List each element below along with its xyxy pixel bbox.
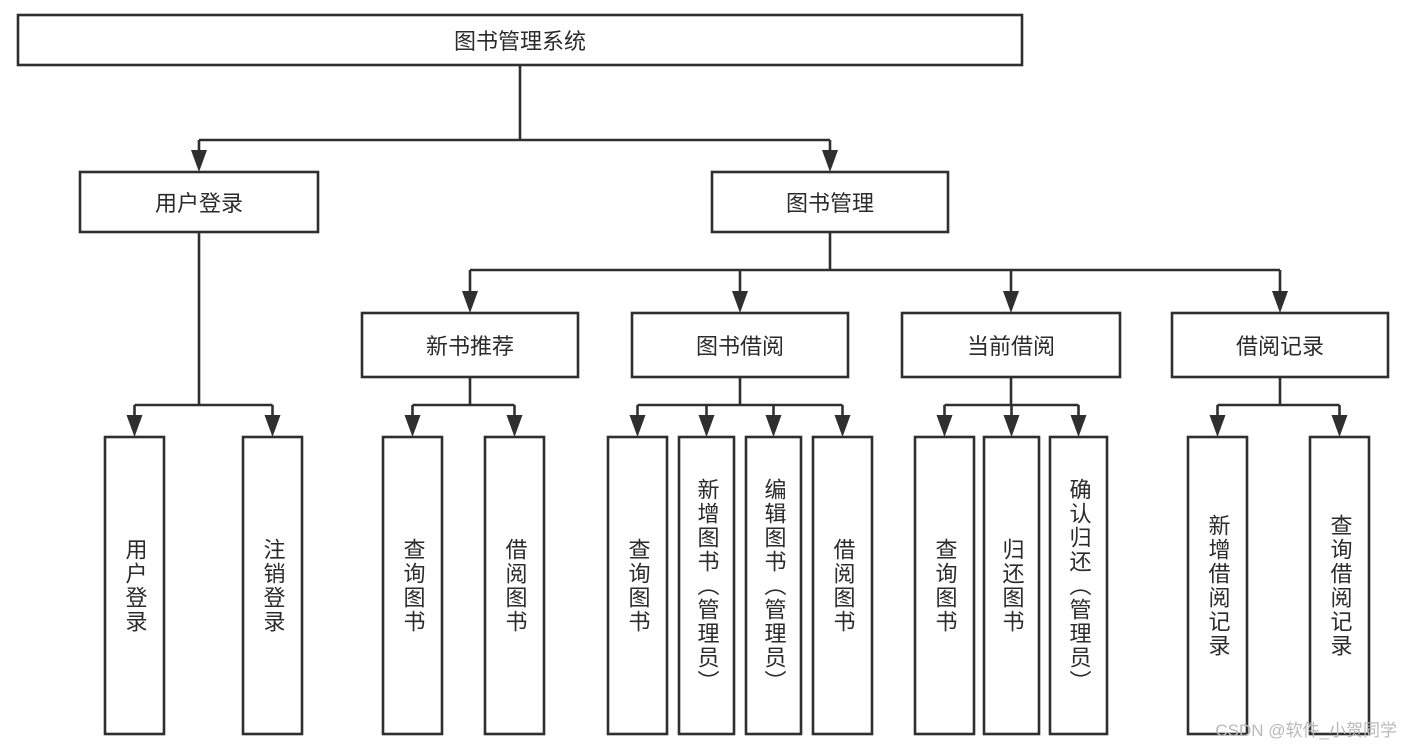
arrow-head-icon (1070, 415, 1087, 437)
node-box-br-add[interactable] (1186, 435, 1249, 736)
node-box-user-login-do[interactable] (103, 435, 166, 736)
node-box-cb-query[interactable] (913, 435, 976, 736)
connectors-layer (126, 65, 1348, 437)
arrow-head-icon (1209, 415, 1226, 437)
arrow-head-icon (1272, 291, 1288, 313)
arrow-head-icon (765, 415, 782, 437)
node-box-bb-edit[interactable] (744, 435, 803, 736)
arrow-head-icon (732, 291, 748, 313)
arrow-head-icon (404, 415, 421, 437)
node-box-bb-add[interactable] (677, 435, 736, 736)
node-box-user-logout[interactable] (241, 435, 304, 736)
node-box-cb-return[interactable] (982, 435, 1041, 736)
node-box-root[interactable] (16, 13, 1024, 67)
arrow-head-icon (126, 415, 143, 437)
arrow-head-icon (698, 415, 715, 437)
node-box-new-book-rec[interactable] (360, 311, 580, 379)
node-box-book-manage[interactable] (710, 170, 950, 234)
arrow-head-icon (191, 150, 207, 172)
arrow-head-icon (1003, 291, 1019, 313)
node-box-borrow-record[interactable] (1170, 311, 1390, 379)
watermark-text: CSDN @软件_小贺同学 (1215, 721, 1397, 740)
arrow-head-icon (462, 291, 478, 313)
arrow-head-icon (936, 415, 953, 437)
node-boxes-layer (16, 13, 1390, 736)
node-box-cb-confirm[interactable] (1048, 435, 1109, 736)
node-box-nbr-query[interactable] (381, 435, 444, 736)
arrow-head-icon (1003, 415, 1020, 437)
arrow-head-icon (822, 150, 838, 172)
node-box-current-borrow[interactable] (900, 311, 1122, 379)
arrow-head-icon (834, 415, 851, 437)
arrow-head-icon (506, 415, 523, 437)
node-box-bb-query[interactable] (606, 435, 669, 736)
node-box-book-borrow[interactable] (630, 311, 850, 379)
arrow-head-icon (264, 415, 281, 437)
arrow-head-icon (1331, 415, 1348, 437)
node-box-user-login[interactable] (78, 170, 320, 234)
node-box-nbr-borrow[interactable] (483, 435, 546, 736)
node-box-br-query[interactable] (1308, 435, 1371, 736)
node-box-bb-borrow[interactable] (811, 435, 874, 736)
arrow-head-icon (629, 415, 646, 437)
